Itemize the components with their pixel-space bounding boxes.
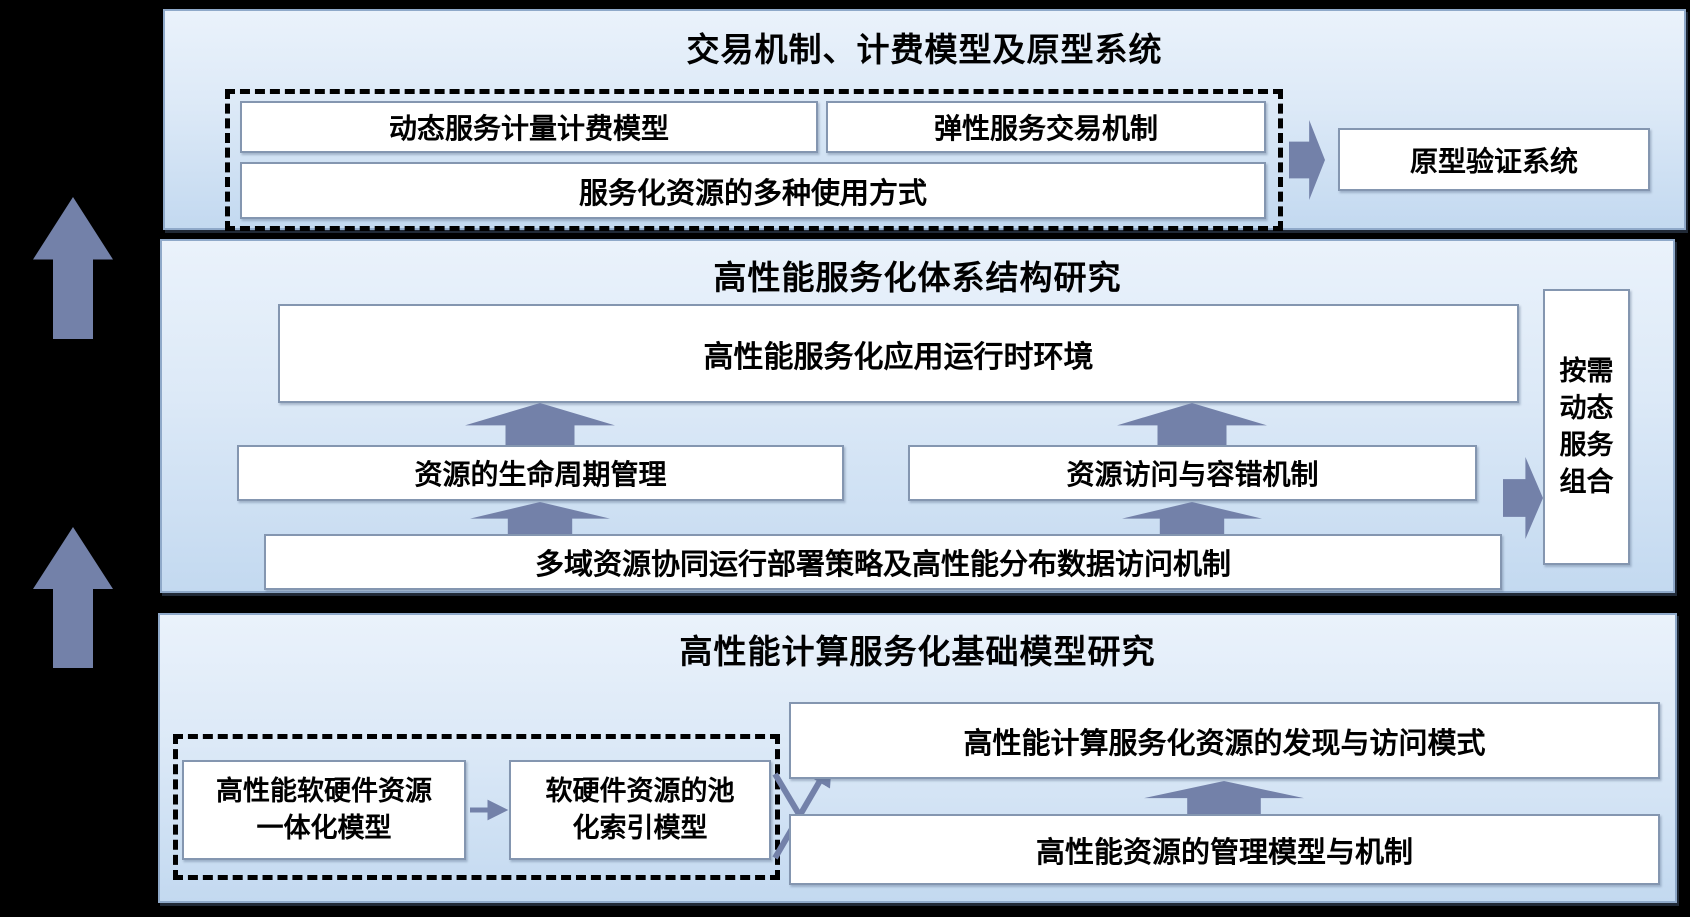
- box-elastic-service-trading: 弹性服务交易机制: [826, 101, 1266, 153]
- panel-middle-title: 高性能服务化体系结构研究: [713, 259, 1122, 296]
- dashed-group-top: 动态服务计量计费模型 弹性服务交易机制 服务化资源的多种使用方式: [225, 89, 1283, 231]
- pooling-line: 化索引模型: [572, 813, 708, 843]
- panel-trading-billing-prototype: 交易机制、计费模型及原型系统 动态服务计量计费模型 弹性服务交易机制 服务化资源…: [163, 9, 1686, 231]
- up-block-arrow-lifecycle-to-runtime: [465, 403, 615, 446]
- panel-top-title: 交易机制、计费模型及原型系统: [686, 31, 1163, 68]
- box-pooled-index-model: 软硬件资源的池 化索引模型: [509, 760, 771, 860]
- up-block-arrow-management-to-discovery: [1144, 781, 1304, 814]
- right-block-arrow-to-prototype: [1289, 120, 1325, 200]
- box-runtime-environment: 高性能服务化应用运行时环境: [278, 304, 1519, 403]
- box-ondemand-dynamic-service-composition: 按需 动态 服务 组合: [1543, 289, 1630, 565]
- integration-line: 高性能软硬件资源: [216, 776, 432, 806]
- right-block-arrow-to-ondemand: [1503, 457, 1543, 539]
- line-arrow-integration-to-pooling: [470, 799, 509, 821]
- box-prototype-verification-system: 原型验证系统: [1338, 128, 1650, 191]
- panel-basic-model-research: 高性能计算服务化基础模型研究 高性能软硬件资源 一体化模型 软硬件资源的池 化索…: [158, 613, 1677, 903]
- ondemand-line: 按需: [1559, 356, 1614, 386]
- integration-line: 一体化模型: [256, 813, 392, 843]
- box-resource-access-fault-tolerance: 资源访问与容错机制: [908, 445, 1477, 501]
- ondemand-line: 服务: [1559, 430, 1614, 460]
- up-block-arrow-multidomain-to-lifecycle: [470, 502, 610, 534]
- box-multidomain-deployment-strategy: 多域资源协同运行部署策略及高性能分布数据访问机制: [264, 534, 1502, 590]
- box-hw-sw-integration-model: 高性能软硬件资源 一体化模型: [182, 760, 466, 860]
- flow-up-arrow-top: [33, 197, 113, 339]
- ondemand-line: 组合: [1559, 467, 1614, 497]
- box-resource-management-model: 高性能资源的管理模型与机制: [789, 814, 1660, 885]
- panel-soa-architecture-research: 高性能服务化体系结构研究 高性能服务化应用运行时环境 资源的生命周期管理 资源访…: [160, 239, 1675, 593]
- box-dynamic-metering-billing-model: 动态服务计量计费模型: [240, 101, 818, 153]
- box-resource-discovery-access-pattern: 高性能计算服务化资源的发现与访问模式: [789, 702, 1660, 779]
- flow-up-arrow-bottom: [33, 527, 113, 668]
- ondemand-line: 动态: [1559, 393, 1614, 423]
- up-block-arrow-multidomain-to-access: [1122, 502, 1262, 534]
- up-block-arrow-access-to-runtime: [1117, 403, 1267, 446]
- box-resource-lifecycle-management: 资源的生命周期管理: [237, 445, 844, 501]
- box-multiple-usage-modes: 服务化资源的多种使用方式: [240, 162, 1266, 219]
- dashed-group-bottom: [173, 734, 780, 880]
- panel-bottom-title: 高性能计算服务化基础模型研究: [679, 633, 1156, 670]
- pooling-line: 软硬件资源的池: [545, 776, 735, 806]
